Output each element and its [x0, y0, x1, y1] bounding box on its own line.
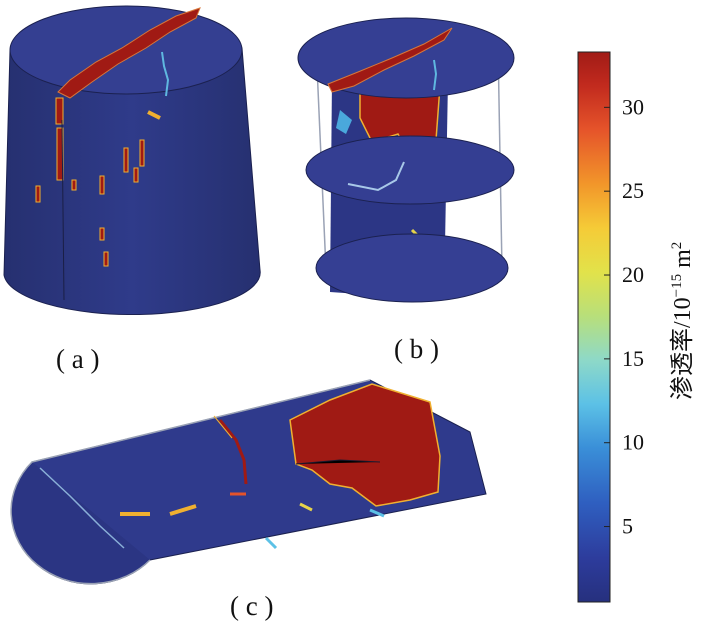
colorbar-title: 渗透率/10−15 m2	[669, 242, 696, 400]
panel-b-slices	[297, 17, 515, 303]
colorbar-ticks: 5 10 15 20 25 30	[604, 94, 644, 539]
panel-c-label: ( c )	[230, 591, 273, 621]
colorbar-title-main: 渗透率/10	[669, 297, 696, 400]
colorbar-tick-label: 30	[622, 94, 644, 119]
colorbar-tick-label: 10	[622, 430, 644, 455]
colorbar-tick-label: 20	[622, 262, 644, 287]
colorbar-gradient	[577, 51, 611, 603]
colorbar-tick-label: 25	[622, 178, 644, 203]
colorbar-title-unit: m	[670, 249, 696, 274]
colorbar-tick-label: 15	[622, 346, 644, 371]
colorbar-title-unit-exponent: 2	[669, 242, 685, 250]
colorbar-tick-label: 5	[622, 514, 633, 539]
colorbar-title-exponent: −15	[669, 274, 685, 297]
panel-b-label: ( b )	[394, 334, 439, 364]
panel-a-label: ( a )	[56, 344, 99, 374]
colorbar: 5 10 15 20 25 30 渗透率/10−15 m2	[577, 51, 696, 603]
panel-c-cylinder	[10, 379, 487, 585]
panel-a-cylinder	[3, 5, 261, 316]
